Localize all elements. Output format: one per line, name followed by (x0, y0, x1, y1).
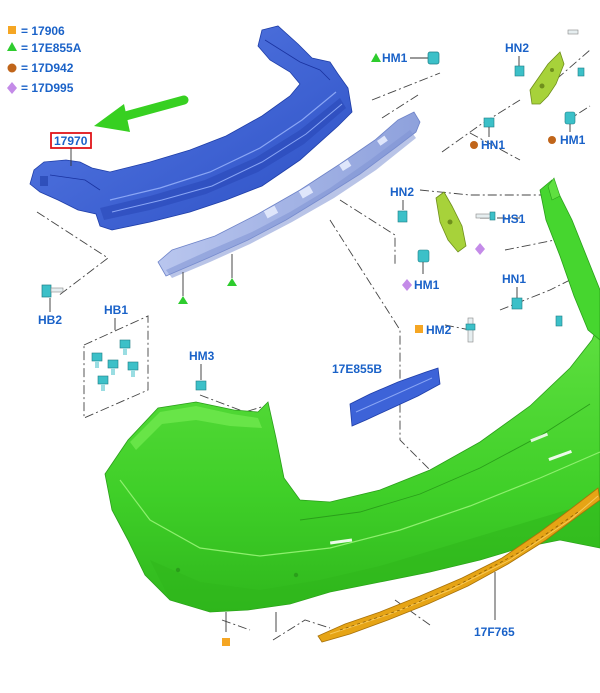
clip-hm1-top[interactable]: HM1 (371, 51, 440, 65)
square-marker-icon (415, 325, 423, 333)
callout-label: HM3 (189, 349, 215, 363)
callout-17f765[interactable]: 17F765 (474, 625, 515, 639)
callout-label: 17E855B (332, 362, 382, 376)
push-pin-clip-icon (417, 249, 430, 263)
callout-label: HN2 (505, 41, 529, 55)
green-pointer-arrow (94, 95, 189, 132)
circle-marker-icon (470, 141, 478, 149)
legend-diamond-icon (7, 82, 17, 94)
push-pin-clip-icon (483, 117, 495, 128)
callout-label: HN1 (481, 138, 505, 152)
triangle-marker-icon (227, 278, 237, 286)
bolt-icon (107, 359, 119, 375)
bolt-group-hb1[interactable]: HB1 (83, 303, 149, 419)
push-pin-clip-icon (511, 297, 523, 310)
clip-hn2-middle[interactable]: HN2 (390, 185, 414, 223)
push-pin-clip-icon (564, 111, 576, 125)
push-pin-clip-icon (475, 211, 496, 221)
bolt-icon (127, 361, 139, 377)
bumper-reinforcement[interactable] (157, 111, 421, 304)
legend-label: = 17906 (21, 24, 65, 38)
energy-absorber-17e855b[interactable] (349, 367, 441, 427)
legend-label: = 17D995 (21, 81, 74, 95)
lower-trim-17f765[interactable] (317, 487, 600, 643)
bolt-icon (91, 352, 103, 368)
bumper-bracket-upper[interactable] (529, 51, 565, 105)
rear-bumper-cover[interactable] (104, 177, 600, 646)
clip-hn2-top[interactable]: HN2 (505, 29, 585, 77)
legend-label: = 17E855A (21, 41, 82, 55)
bumper-bracket-middle[interactable] (435, 191, 467, 253)
callout-17e855b[interactable]: 17E855B (332, 362, 382, 376)
clip-hm1-right[interactable]: HM1 (548, 111, 586, 147)
diamond-marker-icon (402, 279, 412, 291)
callout-label: HN2 (390, 185, 414, 199)
clip-hn1-left[interactable]: HN1 (470, 117, 505, 152)
push-pin-clip-icon (427, 51, 440, 65)
push-pin-clip-icon (397, 210, 408, 223)
push-pin-clip-icon (195, 380, 207, 391)
clip-hb2[interactable]: HB2 (38, 284, 64, 327)
callout-label: HS1 (502, 212, 526, 226)
callout-label: HM1 (382, 51, 408, 65)
legend-triangle-icon (7, 42, 17, 51)
push-pin-clip-icon (514, 65, 525, 77)
callout-label: HM2 (426, 323, 452, 337)
triangle-marker-icon (178, 296, 188, 304)
clip-hm2[interactable]: HM2 (415, 317, 476, 343)
callout-label: 17F765 (474, 625, 515, 639)
callout-label: 17970 (54, 134, 88, 148)
callout-label: HM1 (560, 133, 586, 147)
diamond-marker-icon (475, 243, 485, 255)
push-pin-clip-icon (41, 284, 64, 298)
callout-label: HB1 (104, 303, 128, 317)
bolt-icon (119, 339, 131, 355)
push-pin-clip-icon (567, 29, 585, 77)
legend-circle-icon (7, 63, 17, 73)
circle-marker-icon (548, 136, 556, 144)
rear-bumper-beam-17970[interactable] (29, 25, 353, 231)
clip-hn1-right[interactable]: HN1 (502, 272, 563, 327)
legend-item-17d942: = 17D942 (7, 61, 74, 75)
clip-hm1-middle[interactable]: HM1 (402, 243, 485, 292)
callout-label: HN1 (502, 272, 526, 286)
legend-item-17e855a: = 17E855A (7, 41, 82, 55)
callout-17970[interactable]: 17970 (50, 132, 92, 166)
clip-hs1[interactable]: HS1 (475, 211, 526, 226)
legend-label: = 17D942 (21, 61, 74, 75)
callout-label: HM1 (414, 278, 440, 292)
legend-square-icon (8, 26, 16, 34)
legend-item-17d995: = 17D995 (7, 81, 74, 95)
legend-item-17906: = 17906 (8, 24, 65, 38)
push-pin-clip-icon (465, 317, 476, 343)
callout-label: HB2 (38, 313, 62, 327)
legend: = 17906 = 17E855A = 17D942 = 17D995 (7, 24, 82, 95)
square-marker-icon (222, 638, 230, 646)
clip-hm3[interactable]: HM3 (189, 349, 215, 391)
triangle-marker-icon (371, 53, 381, 62)
bolt-icon (97, 375, 109, 391)
